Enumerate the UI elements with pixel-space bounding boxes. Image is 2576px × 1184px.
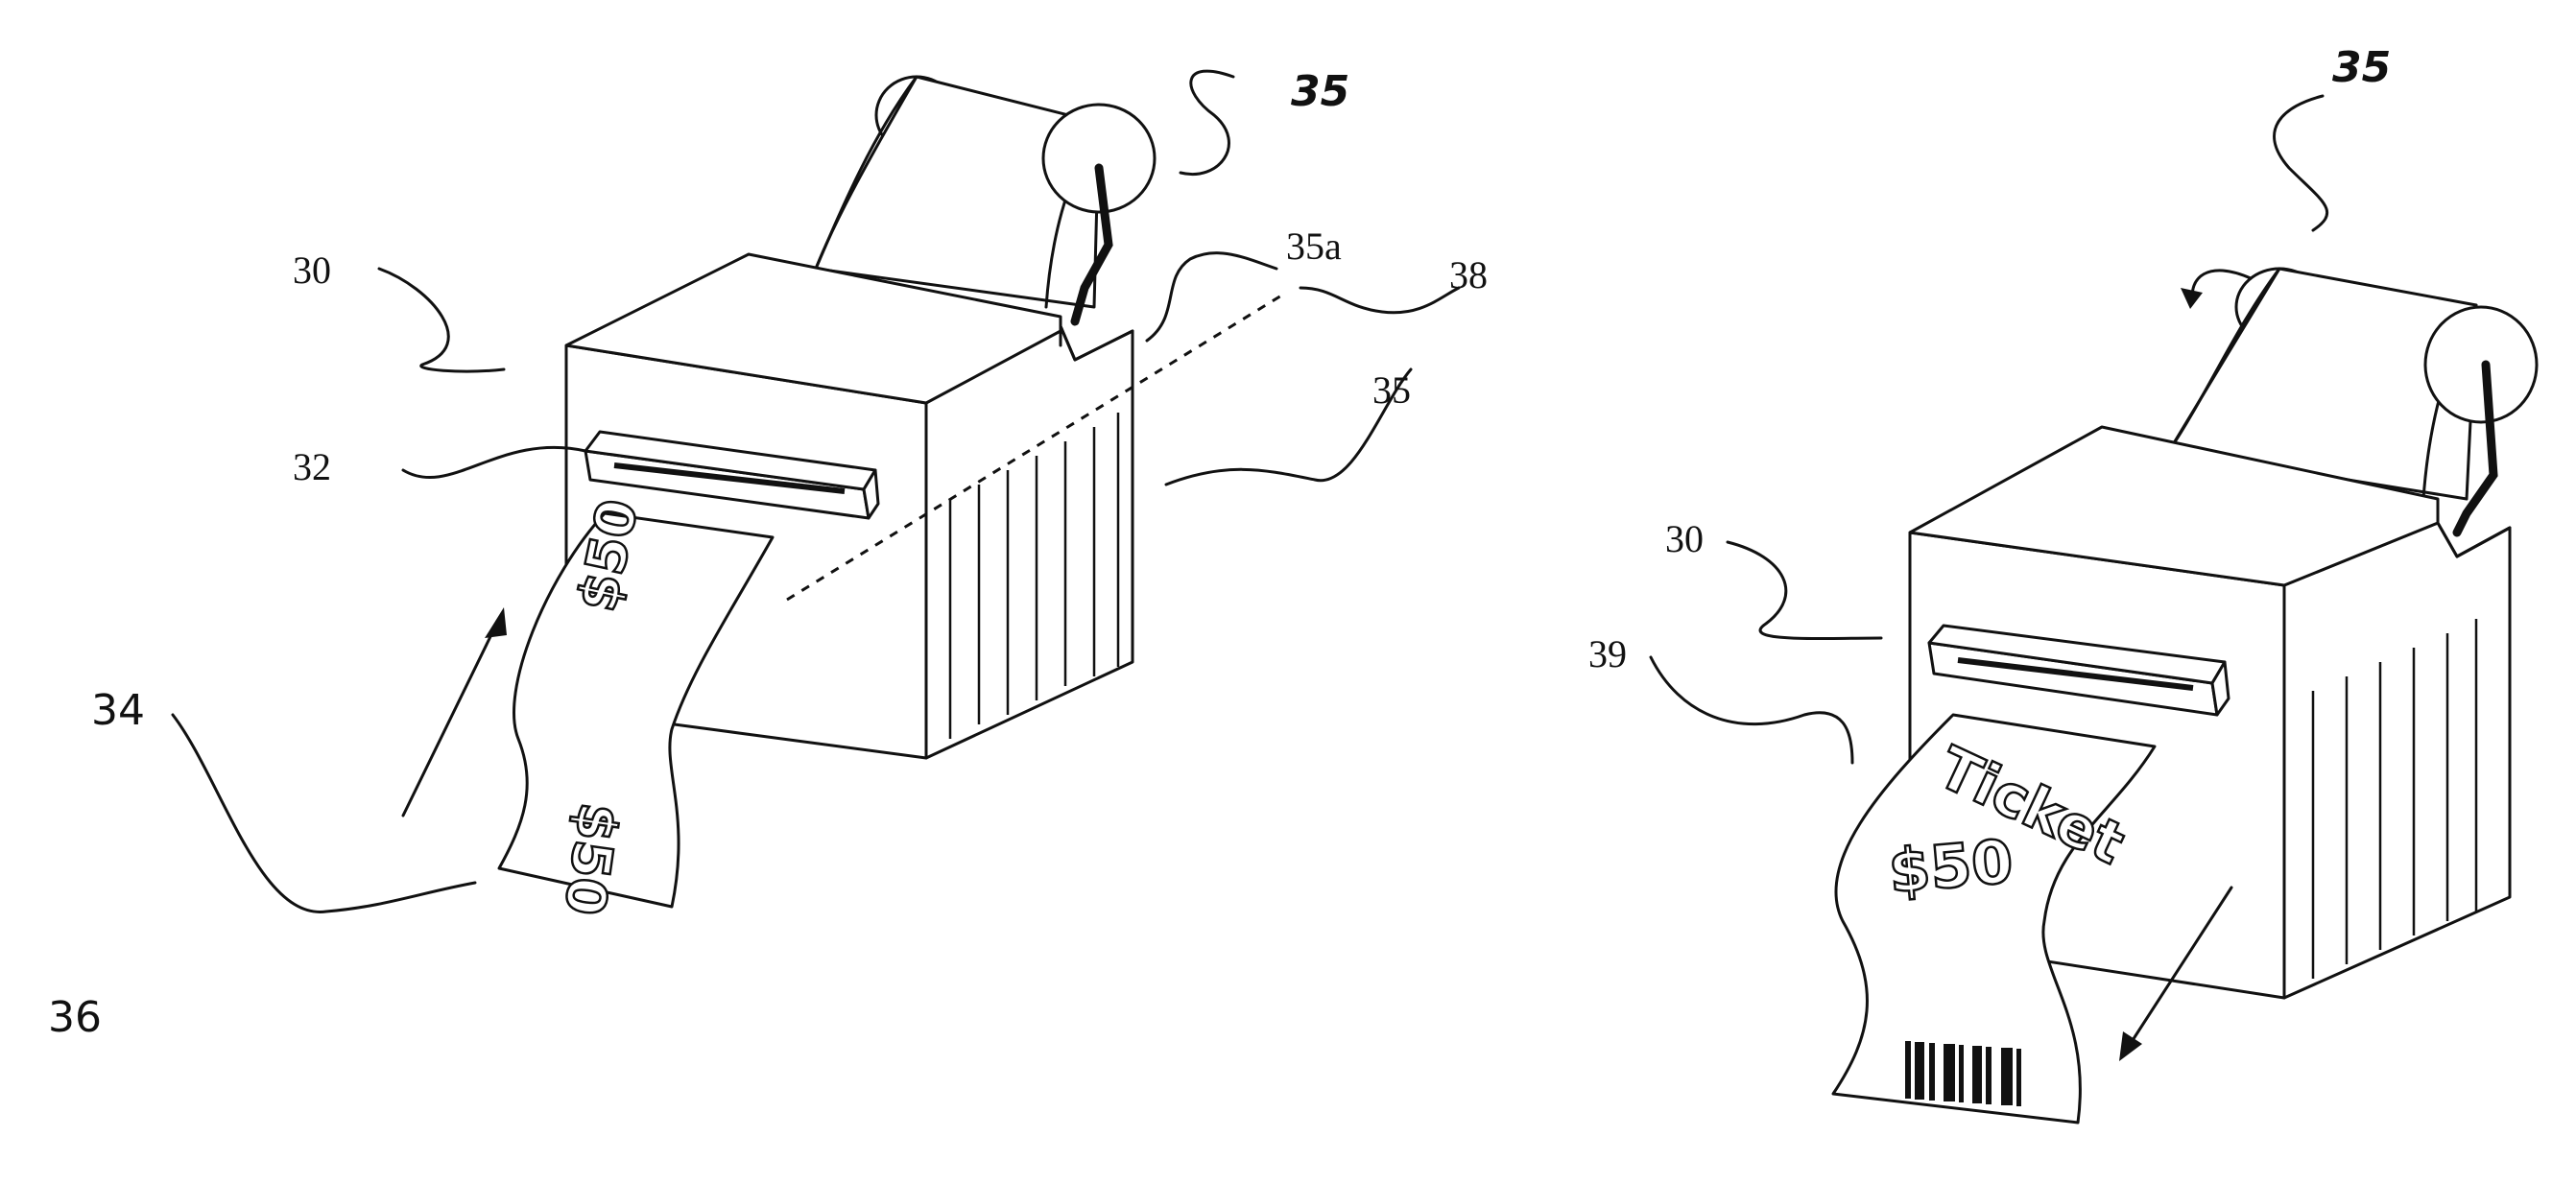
ref-36: 36 [48,993,102,1042]
ref-30-left: 30 [293,249,331,292]
ref-32: 32 [293,445,331,488]
leader-30-right [1728,542,1881,639]
ref-39: 39 [1588,632,1627,675]
ref-30-right: 30 [1665,517,1704,560]
ref-38: 38 [1449,253,1488,296]
ticket-amount: $50 [1886,826,2015,907]
left-insert-arrow [403,607,507,816]
leader-32 [403,447,585,477]
ref-35-side: 35 [1372,368,1411,412]
leader-38 [1300,288,1459,313]
right-printer: Ticket $50 35 30 39 [1588,43,2537,1123]
leader-35-top-right [2275,96,2327,230]
ticket-barcode [1905,1041,2021,1106]
leader-35a [1147,253,1276,341]
ref-34: 34 [91,686,145,735]
ref-35-top-left: 35 [1291,67,1349,116]
leader-34 [173,715,475,912]
ref-35a: 35a [1286,225,1342,268]
leader-39 [1651,657,1852,763]
left-printer: $50 $50 30 32 34 35 35a 38 35 36 [48,67,1488,1042]
leader-35-top-left [1181,71,1233,174]
ref-35-top-right: 35 [2332,43,2391,92]
leader-30-left [379,269,504,371]
